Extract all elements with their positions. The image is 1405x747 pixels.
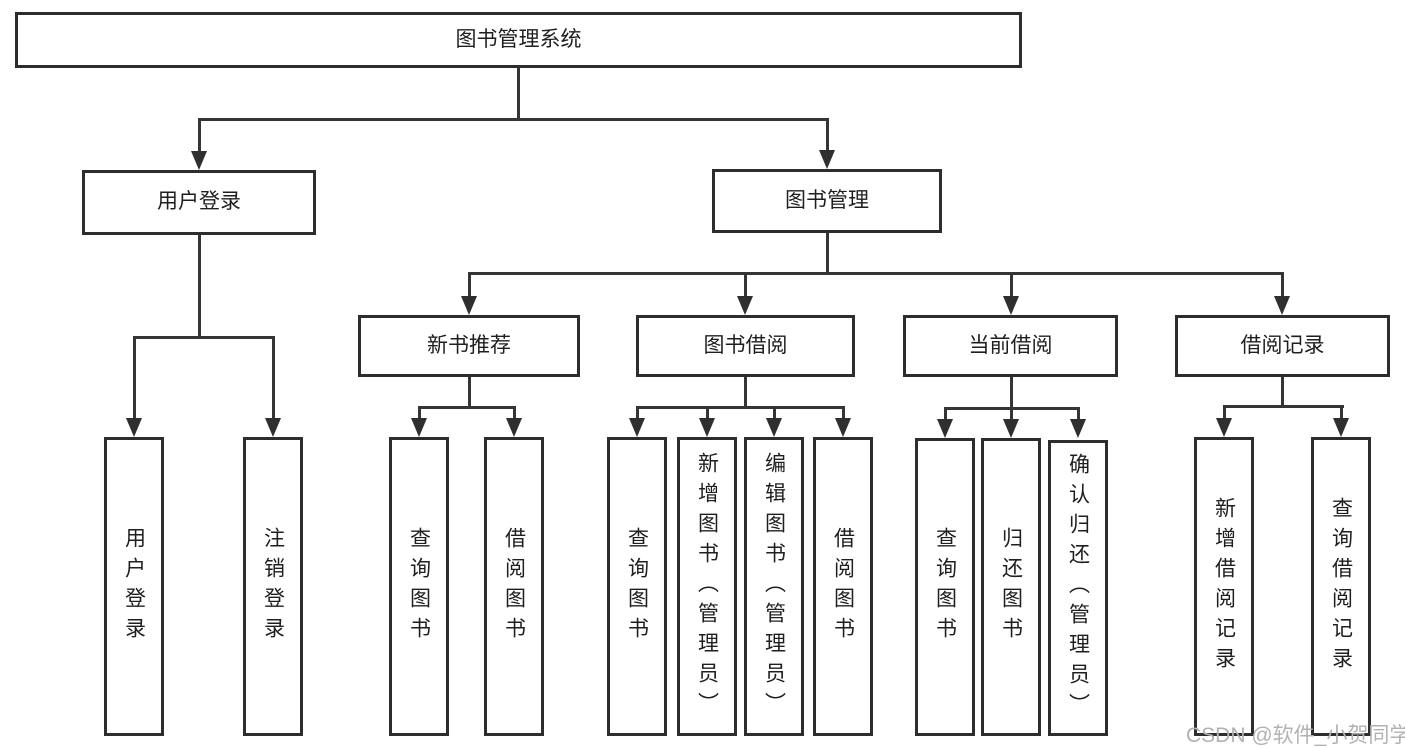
leaf-logout-label: 注销登录	[261, 526, 285, 647]
connector-line	[1223, 405, 1226, 421]
arrowhead-icon	[1003, 419, 1019, 438]
leaf-add-books-admin-label: 新增图书（管理员）	[695, 451, 719, 722]
connector-line	[198, 118, 201, 155]
leaf-edit-books-admin: 编辑图书（管理员）	[744, 437, 804, 736]
connector-line	[517, 68, 520, 121]
leaf-add-borrow-record: 新增借阅记录	[1194, 437, 1254, 736]
connector-line	[1010, 377, 1013, 410]
leaf-return-books: 归还图书	[981, 438, 1041, 736]
connector-line	[468, 272, 471, 300]
leaf-query-borrow-record: 查询借阅记录	[1311, 437, 1371, 736]
arrowhead-icon	[461, 296, 477, 315]
leaf-edit-books-admin-label: 编辑图书（管理员）	[762, 451, 786, 722]
leaf-user-login: 用户登录	[104, 437, 164, 736]
arrowhead-icon	[1070, 419, 1086, 438]
arrowhead-icon	[1003, 296, 1019, 315]
leaf-query-books-borrowing-label: 查询图书	[625, 526, 649, 647]
connector-line	[468, 377, 471, 409]
leaf-confirm-return-admin: 确认归还（管理员）	[1048, 440, 1108, 736]
node-user-login: 用户登录	[82, 170, 316, 235]
arrowhead-icon	[1333, 418, 1349, 437]
node-current-borrowing-label: 当前借阅	[968, 333, 1053, 357]
leaf-borrow-books-borrowing: 借阅图书	[813, 437, 873, 736]
arrowhead-icon	[737, 296, 753, 315]
leaf-return-books-label: 归还图书	[999, 527, 1023, 647]
arrowhead-icon	[819, 150, 835, 169]
leaf-add-books-admin: 新增图书（管理员）	[677, 437, 737, 736]
leaf-query-books-recommend-label: 查询图书	[407, 526, 431, 647]
arrowhead-icon	[1274, 296, 1290, 315]
connector-line	[636, 406, 639, 422]
connector-line	[1223, 405, 1344, 408]
arrowhead-icon	[835, 418, 851, 437]
connector-line	[133, 336, 275, 339]
node-book-borrowing-label: 图书借阅	[703, 333, 788, 357]
connector-line	[418, 406, 516, 409]
node-borrowing-records-label: 借阅记录	[1240, 333, 1325, 357]
arrowhead-icon	[126, 418, 142, 437]
node-root: 图书管理系统	[15, 12, 1022, 68]
arrowhead-icon	[1216, 418, 1232, 437]
arrowhead-icon	[629, 418, 645, 437]
node-new-book-recommend-label: 新书推荐	[427, 333, 511, 357]
arrowhead-icon	[191, 151, 207, 170]
node-current-borrowing: 当前借阅	[903, 315, 1118, 377]
csdn-watermark: CSDN @软件_小贺同学	[1186, 724, 1405, 747]
connector-line	[842, 406, 845, 422]
leaf-add-borrow-record-label: 新增借阅记录	[1212, 496, 1236, 677]
arrowhead-icon	[506, 418, 522, 437]
leaf-borrow-books-recommend-label: 借阅图书	[502, 526, 526, 647]
node-book-borrowing: 图书借阅	[636, 315, 855, 377]
connector-line	[744, 377, 747, 409]
connector-line	[198, 118, 829, 121]
connector-line	[706, 406, 709, 422]
node-borrowing-records: 借阅记录	[1175, 315, 1390, 377]
connector-line	[513, 406, 516, 422]
node-root-label: 图书管理系统	[455, 27, 582, 51]
connector-line	[1010, 407, 1013, 423]
connector-line	[744, 272, 747, 300]
connector-line	[1281, 377, 1284, 408]
arrowhead-icon	[265, 418, 281, 437]
leaf-query-borrow-record-label: 查询借阅记录	[1329, 496, 1353, 677]
node-book-management-label: 图书管理	[785, 188, 869, 212]
connector-line	[198, 235, 201, 339]
arrowhead-icon	[766, 418, 782, 437]
leaf-query-books-current-label: 查询图书	[933, 527, 957, 647]
arrowhead-icon	[699, 418, 715, 437]
arrowhead-icon	[411, 418, 427, 437]
connector-line	[1010, 272, 1013, 300]
connector-line	[1281, 272, 1284, 300]
node-book-management: 图书管理	[712, 169, 942, 233]
leaf-borrow-books-recommend: 借阅图书	[484, 437, 544, 736]
connector-line	[826, 233, 829, 275]
connector-line	[468, 272, 1284, 275]
arrowhead-icon	[937, 419, 953, 438]
leaf-query-books-recommend: 查询图书	[389, 437, 449, 736]
node-user-login-label: 用户登录	[157, 190, 241, 214]
leaf-borrow-books-borrowing-label: 借阅图书	[831, 526, 855, 647]
connector-line	[133, 336, 136, 422]
connector-line	[1077, 407, 1080, 423]
connector-line	[944, 407, 947, 423]
node-new-book-recommend: 新书推荐	[358, 315, 580, 377]
leaf-user-login-label: 用户登录	[122, 526, 146, 647]
connector-line	[272, 336, 275, 422]
connector-line	[773, 406, 776, 422]
connector-line	[418, 406, 421, 422]
leaf-query-books-current: 查询图书	[915, 438, 975, 736]
leaf-logout: 注销登录	[243, 437, 303, 736]
connector-line	[826, 118, 829, 154]
leaf-query-books-borrowing: 查询图书	[607, 437, 667, 736]
leaf-confirm-return-admin-label: 确认归还（管理员）	[1066, 453, 1090, 723]
connector-line	[636, 406, 845, 409]
connector-line	[1340, 405, 1343, 421]
